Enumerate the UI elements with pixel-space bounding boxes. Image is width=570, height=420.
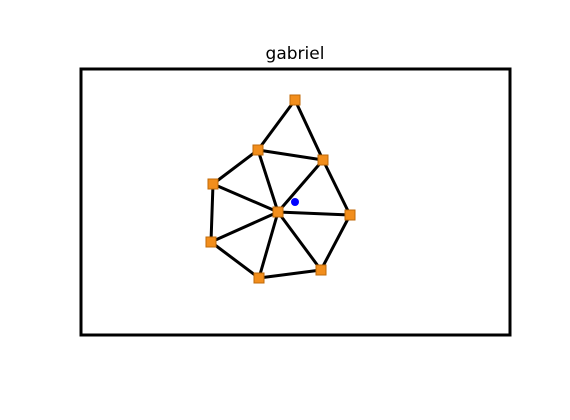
graph-edge-n3-n5 <box>276 158 325 214</box>
graph-edge-n5-n7 <box>209 210 280 244</box>
graph-edge-n2-n4 <box>211 148 260 186</box>
graph-node-n4 <box>207 178 219 190</box>
graph-edge-n5-n8 <box>276 210 323 272</box>
graph-edge-n5-n9 <box>257 210 280 280</box>
graph-edge-n2-n5 <box>256 148 280 214</box>
graph-node-n3 <box>317 154 329 166</box>
graph-edge-n6-n8 <box>319 213 352 272</box>
graph-node-n5 <box>272 206 284 218</box>
graph-node-n8 <box>315 264 327 276</box>
marker-layer <box>291 198 299 206</box>
graph-node-n1 <box>289 94 301 106</box>
graph-edge-n4-n5 <box>211 182 280 214</box>
graph-node-n7 <box>205 236 217 248</box>
graph-edge-n5-n6 <box>276 210 352 217</box>
graph-edge-n4-n7 <box>209 182 215 244</box>
graph-edge-n1-n3 <box>293 98 325 162</box>
graph-node-n9 <box>253 272 265 284</box>
query-point-marker <box>291 198 299 206</box>
figure-title: gabriel <box>265 44 325 64</box>
plot-frame <box>79 67 512 337</box>
edges-layer <box>209 98 352 280</box>
graph-edge-n7-n9 <box>209 240 261 280</box>
graph-node-n2 <box>252 144 264 156</box>
nodes-layer <box>205 94 356 284</box>
graph-edge-n1-n2 <box>256 98 297 152</box>
graph-edge-n2-n3 <box>256 148 325 162</box>
graph-edge-n3-n6 <box>321 158 352 217</box>
graph-node-n6 <box>344 209 356 221</box>
graph-edge-n8-n9 <box>257 268 323 280</box>
